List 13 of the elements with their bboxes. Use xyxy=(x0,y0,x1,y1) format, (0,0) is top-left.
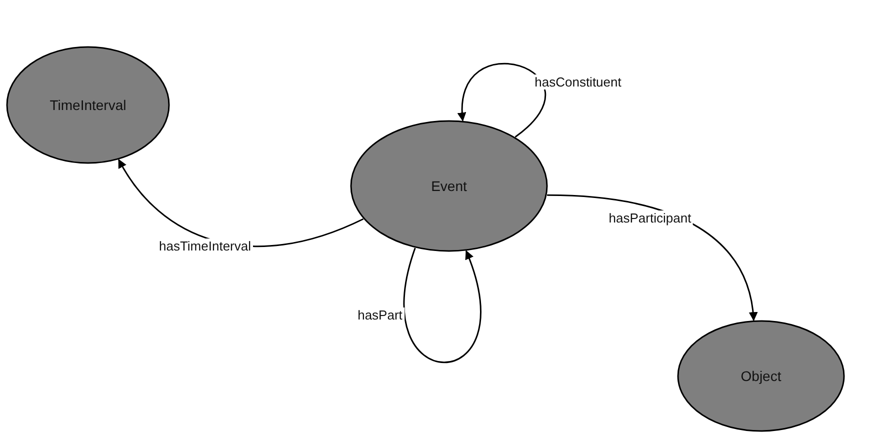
arrow xyxy=(547,194,758,322)
node-label: Object xyxy=(740,368,782,384)
edge-label: hasConstituent xyxy=(532,74,624,90)
node-label: TimeInterval xyxy=(50,97,126,113)
class-ellipse xyxy=(350,120,548,252)
class-ellipse xyxy=(6,46,170,164)
edge-label: hasParticipant xyxy=(606,210,694,226)
class-ellipse xyxy=(677,320,845,432)
arrow xyxy=(458,62,546,138)
edge-label: hasTimeInterval xyxy=(157,238,253,254)
edge-label: hasPart xyxy=(356,308,404,322)
node-label: Event xyxy=(431,178,467,194)
arrow xyxy=(403,248,482,364)
